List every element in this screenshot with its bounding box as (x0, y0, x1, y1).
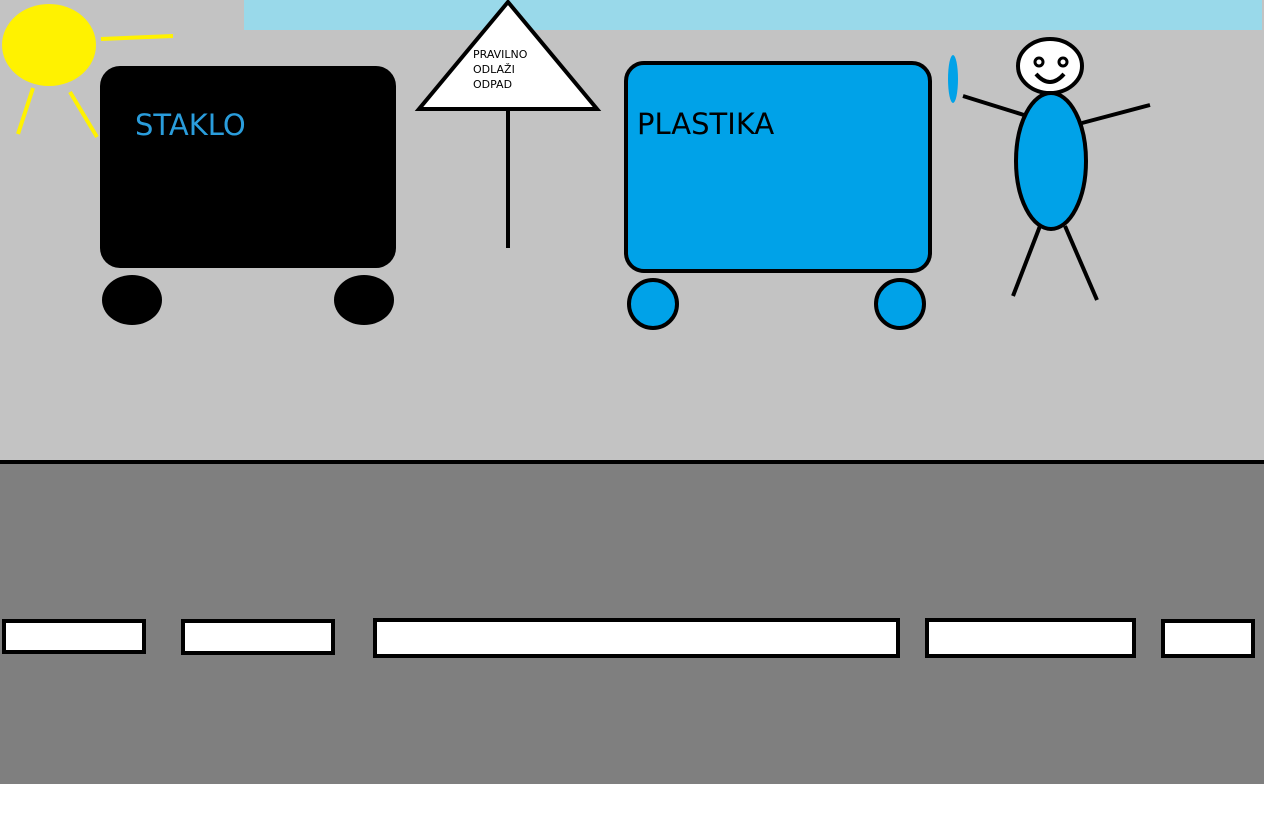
right-leg (1063, 225, 1099, 301)
left-leg (1011, 225, 1042, 297)
sky-strip (244, 0, 1262, 30)
glass-bin: STAKLO (100, 66, 396, 325)
road-stripe (925, 618, 1136, 658)
plastic-bin-wheel (627, 278, 679, 330)
sign-line-3: ODPAD (473, 78, 512, 91)
road-stripes (2, 618, 1255, 658)
glass-bin-label: STAKLO (135, 108, 246, 142)
right-arm (1081, 103, 1151, 125)
warning-triangle-sign-icon: PRAVILNO ODLAŽI ODPAD (414, 0, 602, 248)
right-eye (1057, 56, 1069, 68)
road-stripe (2, 619, 146, 654)
sign-line-2: ODLAŽI (473, 63, 515, 76)
plastic-bin-label: PLASTIKA (637, 107, 774, 141)
glass-bin-body (100, 66, 396, 268)
sun-icon (2, 4, 174, 139)
glass-bin-wheel (334, 275, 394, 325)
plastic-bin: PLASTIKA (624, 61, 932, 330)
road-stripe (373, 618, 900, 658)
stick-figure-icon (948, 37, 1151, 301)
body (1014, 91, 1088, 231)
road-stripe (181, 619, 335, 655)
road-stripe (1161, 619, 1255, 658)
smile (1034, 72, 1066, 84)
plastic-bin-body (624, 61, 932, 273)
head (1016, 37, 1084, 95)
glass-bin-wheel (102, 275, 162, 325)
sign-triangle (414, 0, 602, 111)
left-eye (1033, 56, 1045, 68)
held-bottle (948, 55, 958, 103)
left-arm (962, 94, 1025, 117)
plastic-bin-wheel (874, 278, 926, 330)
sign-line-1: PRAVILNO (473, 48, 528, 61)
